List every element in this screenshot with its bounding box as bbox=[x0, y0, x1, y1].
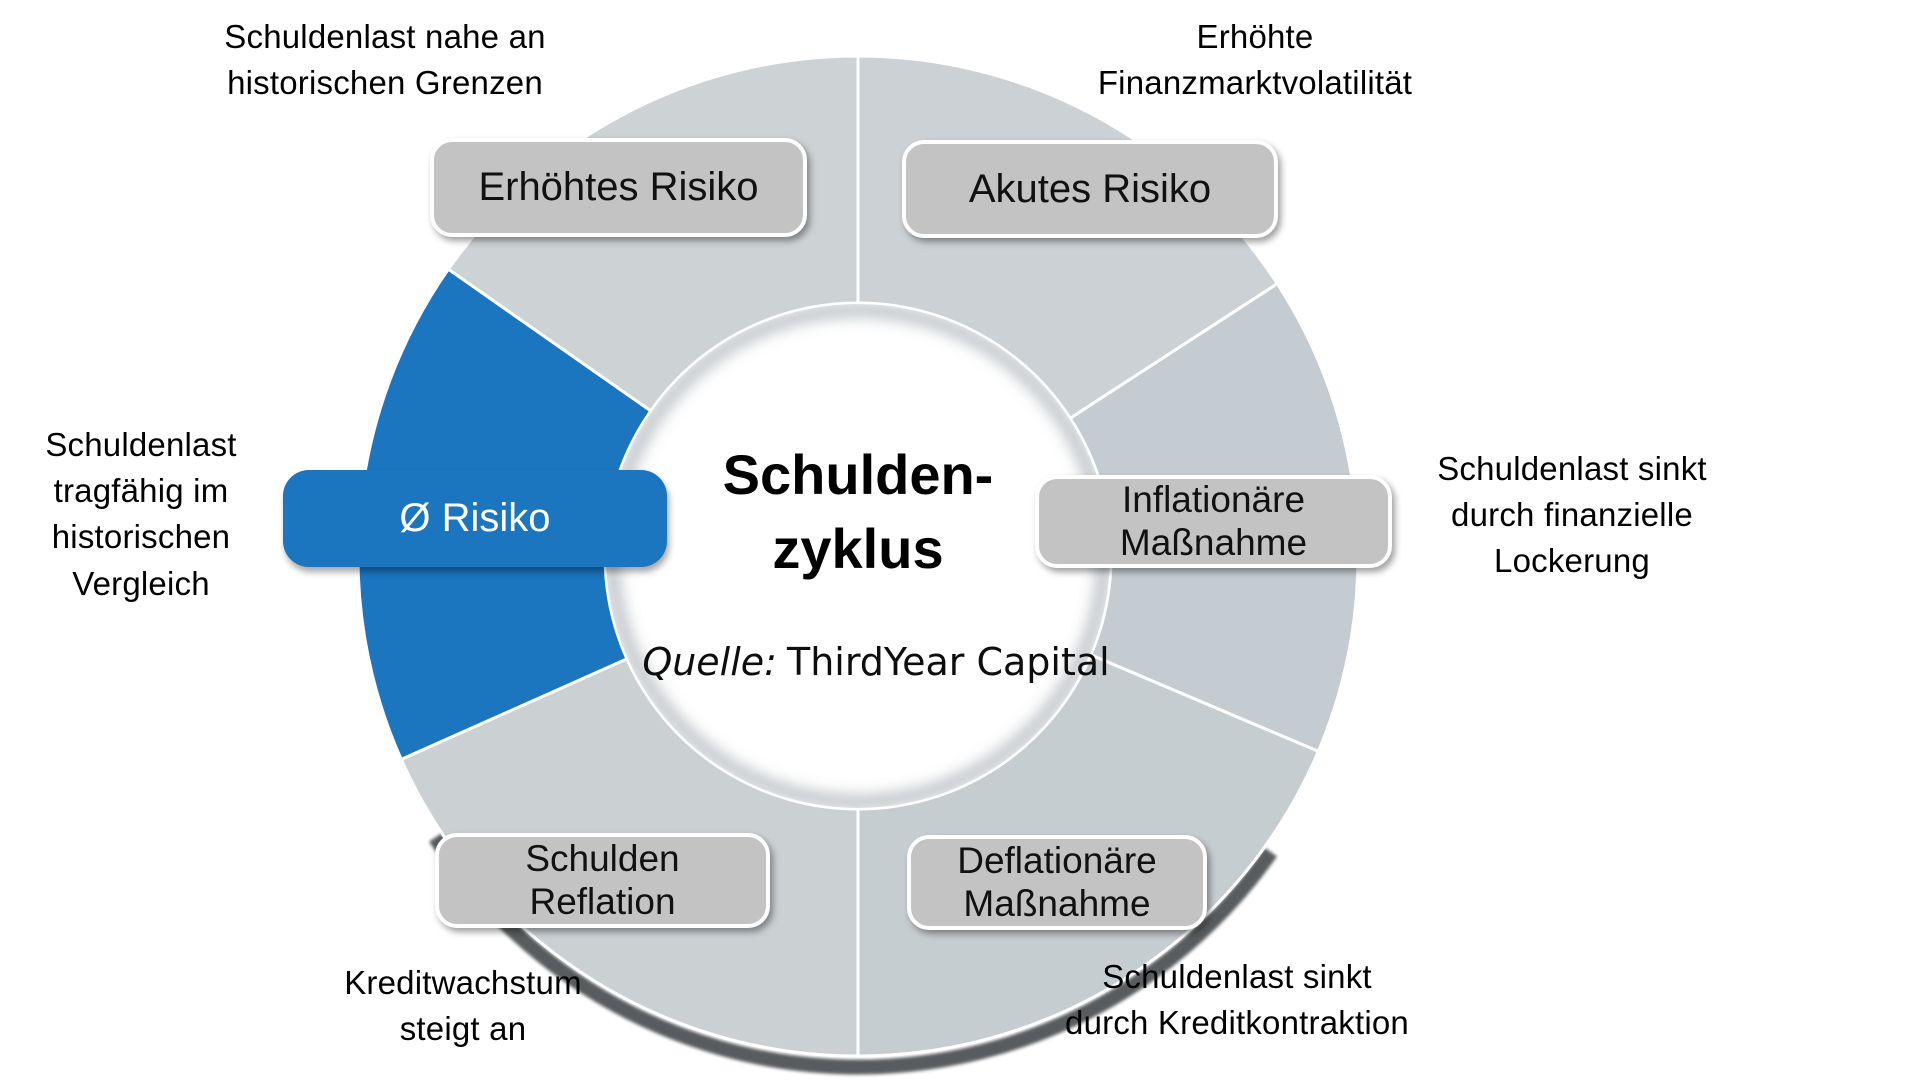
pill-label: Akutes Risiko bbox=[968, 166, 1212, 211]
donut-center-hole bbox=[605, 303, 1111, 809]
annotation-line: Lockerung bbox=[1494, 542, 1650, 580]
annotation-bottom-right: Schuldenlast sinkt durch Kreditkontrakti… bbox=[1012, 954, 1462, 1046]
pill-label: Erhöhtes Risiko bbox=[478, 165, 759, 210]
stage-pill-inflationaere-massnahme: Inflationäre Maßnahme bbox=[1035, 475, 1392, 568]
annotation-left: Schuldenlast tragfähig im historischen V… bbox=[0, 422, 282, 607]
stage-pill-durchschnitt-risiko: Ø Risiko bbox=[283, 470, 667, 567]
stage-pill-erhoehtes-risiko: Erhöhtes Risiko bbox=[430, 138, 807, 237]
center-title: Schulden- zyklus bbox=[608, 438, 1108, 587]
annotation-line: steigt an bbox=[399, 1010, 527, 1048]
pill-label: Maßnahme bbox=[1119, 521, 1308, 563]
center-title-line1: Schulden- bbox=[722, 443, 994, 506]
source-line: Quelle:ThirdYear Capital bbox=[616, 640, 1136, 684]
annotation-line: Finanzmarktvolatilität bbox=[1097, 64, 1413, 102]
annotation-line: Schuldenlast sinkt bbox=[1102, 958, 1372, 995]
pill-label: Schulden bbox=[525, 837, 680, 879]
annotation-right: Schuldenlast sinkt durch finanzielle Loc… bbox=[1388, 446, 1756, 585]
annotation-line: Schuldenlast sinkt bbox=[1437, 450, 1707, 487]
annotation-line: Kreditwachstum bbox=[344, 964, 582, 1001]
stage-pill-akutes-risiko: Akutes Risiko bbox=[902, 140, 1278, 238]
pill-label: Ø Risiko bbox=[399, 496, 551, 541]
annotation-line: durch Kreditkontraktion bbox=[1065, 1004, 1409, 1042]
annotation-line: Schuldenlast nahe an bbox=[224, 18, 546, 55]
annotation-line: durch finanzielle bbox=[1451, 496, 1693, 534]
annotation-line: Schuldenlast bbox=[45, 426, 237, 463]
pill-label: Maßnahme bbox=[963, 882, 1151, 924]
stage-pill-deflationaere-massnahme: Deflationäre Maßnahme bbox=[907, 835, 1207, 930]
annotation-line: Vergleich bbox=[72, 564, 210, 602]
annotation-line: historischen bbox=[51, 518, 231, 556]
source-prefix: Quelle: bbox=[642, 640, 777, 684]
pill-label: Reflation bbox=[529, 880, 676, 922]
annotation-line: tragfähig im bbox=[53, 472, 229, 510]
pill-label: Deflationäre bbox=[957, 839, 1157, 881]
annotation-top-left: Schuldenlast nahe an historischen Grenze… bbox=[175, 14, 595, 106]
donut-bottom-shadow bbox=[429, 833, 1278, 1075]
annotation-bottom-left: Kreditwachstum steigt an bbox=[263, 960, 663, 1052]
annotation-line: Erhöhte bbox=[1196, 18, 1314, 55]
center-title-line2: zyklus bbox=[772, 517, 944, 581]
pill-label: Inflationäre bbox=[1121, 478, 1306, 520]
source-name: ThirdYear Capital bbox=[786, 640, 1110, 684]
stage-pill-schulden-reflation: Schulden Reflation bbox=[435, 833, 770, 928]
annotation-top-right: Erhöhte Finanzmarktvolatilität bbox=[1040, 14, 1470, 106]
annotation-line: historischen Grenzen bbox=[227, 64, 543, 102]
